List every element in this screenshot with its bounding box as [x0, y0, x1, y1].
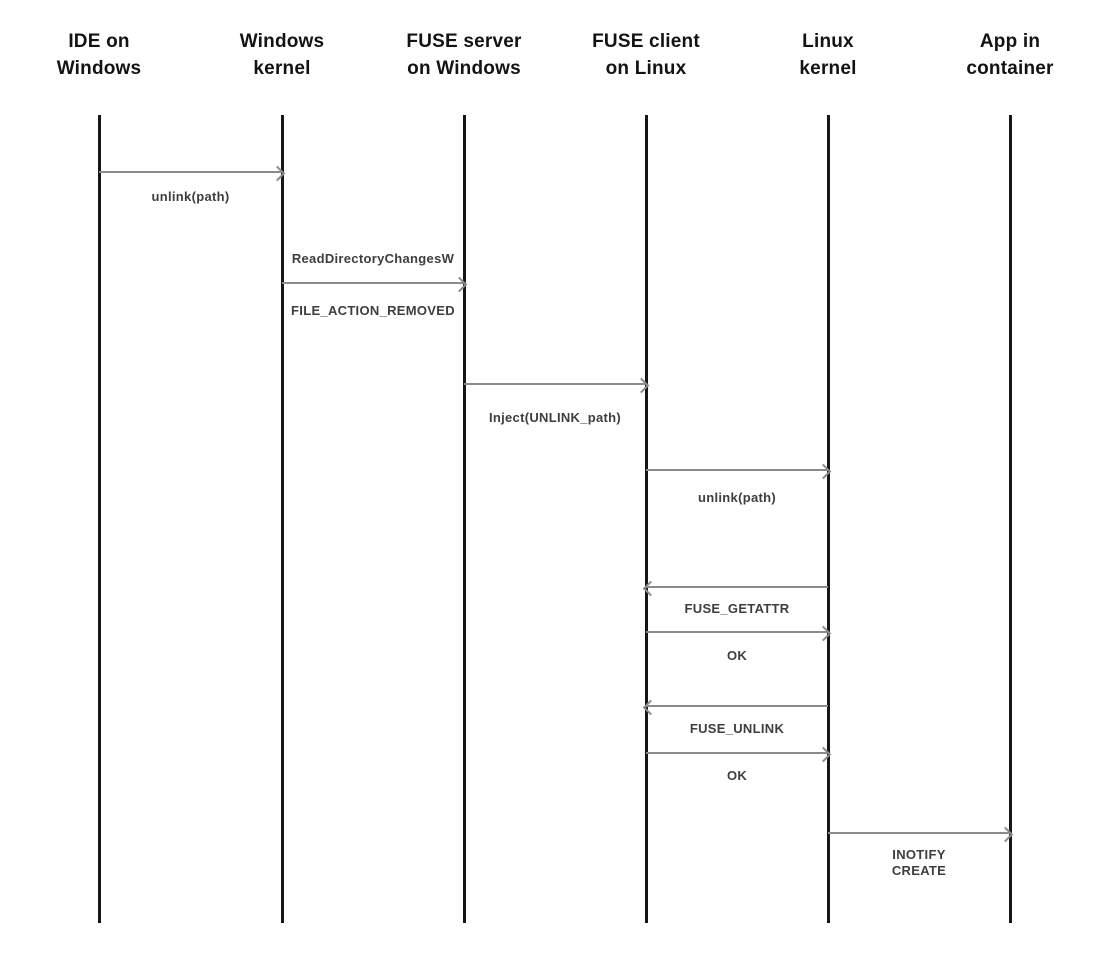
message-label-unlink-path: unlink(path): [151, 189, 230, 204]
message-label-fuse-getattr: FUSE_GETATTR: [684, 601, 790, 616]
lifeline-ide-on-windows: [98, 115, 101, 923]
message-label-ok-1: OK: [726, 648, 748, 663]
lifeline-app-in-container: [1009, 115, 1012, 923]
lifeline-fuse-server-on-windows: [463, 115, 466, 923]
message-arrow-ok-2: [646, 752, 828, 754]
message-arrow-inject-unlink-path: [464, 383, 646, 385]
lifeline-header-linux-kernel: Linux kernel: [799, 31, 857, 79]
message-arrow-ok-1: [646, 631, 828, 633]
message-arrow-file-action-removed: [282, 282, 464, 284]
lifeline-header-fuse-server-on-windows: FUSE server on Windows: [406, 31, 522, 79]
message-label-inotify-create: INOTIFY CREATE: [891, 847, 947, 878]
message-label-ok-2: OK: [726, 768, 748, 783]
message-arrow-fuse-unlink: [646, 705, 828, 707]
lifeline-header-app-in-container: App in container: [966, 31, 1054, 79]
lifeline-windows-kernel: [281, 115, 284, 923]
message-arrow-inotify-create: [828, 832, 1010, 834]
lifeline-header-fuse-client-on-linux: FUSE client on Linux: [592, 31, 700, 79]
lifeline-header-ide-on-windows: IDE on Windows: [56, 31, 142, 79]
message-label-file-action-removed: FILE_ACTION_REMOVED: [291, 303, 455, 318]
lifeline-fuse-client-on-linux: [645, 115, 648, 923]
message-label-readdirectorychangesw: ReadDirectoryChangesW: [291, 251, 455, 266]
message-arrow-unlink-path: [99, 171, 282, 173]
message-label-inject-unlink-path: Inject(UNLINK_path): [488, 410, 622, 425]
message-label-fuse-unlink: FUSE_UNLINK: [689, 721, 785, 736]
message-arrow-fuse-getattr: [646, 586, 828, 588]
message-arrow-unlink-path-2: [646, 469, 828, 471]
lifeline-linux-kernel: [827, 115, 830, 923]
lifeline-header-windows-kernel: Windows kernel: [239, 31, 325, 79]
message-label-unlink-path-2: unlink(path): [698, 490, 776, 505]
